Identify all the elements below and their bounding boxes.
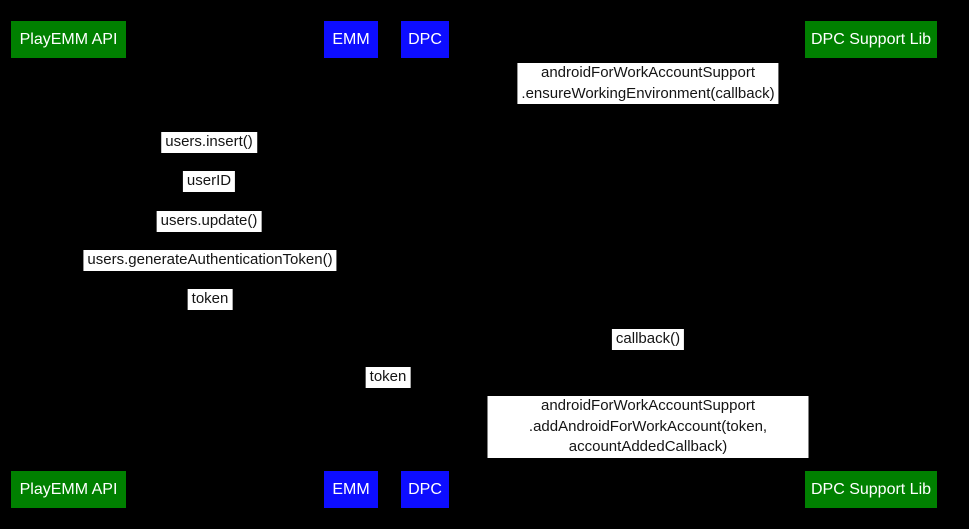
message-label-users-update: users.update() bbox=[156, 211, 262, 232]
message-label-generate-authentication-token: users.generateAuthenticationToken() bbox=[83, 250, 337, 271]
message-label-userid: userID bbox=[182, 171, 236, 192]
actor-top-emm: EMM bbox=[324, 21, 378, 58]
message-label-ensure-working-environment: androidForWorkAccountSupport .ensureWork… bbox=[517, 63, 779, 104]
message-label-token-1: token bbox=[187, 289, 233, 310]
message-label-token-2: token bbox=[365, 367, 411, 388]
message-label-callback: callback() bbox=[611, 329, 685, 350]
actor-bottom-playemm-api: PlayEMM API bbox=[11, 471, 126, 508]
actor-top-playemm-api: PlayEMM API bbox=[11, 21, 126, 58]
actor-bottom-emm: EMM bbox=[324, 471, 378, 508]
actor-top-dpc: DPC bbox=[401, 21, 449, 58]
actor-bottom-dpc: DPC bbox=[401, 471, 449, 508]
actor-top-dpc-support-lib: DPC Support Lib bbox=[805, 21, 937, 58]
message-label-users-insert: users.insert() bbox=[161, 132, 257, 153]
actor-bottom-dpc-support-lib: DPC Support Lib bbox=[805, 471, 937, 508]
message-label-add-android-for-work-account: androidForWorkAccountSupport .addAndroid… bbox=[487, 396, 809, 458]
